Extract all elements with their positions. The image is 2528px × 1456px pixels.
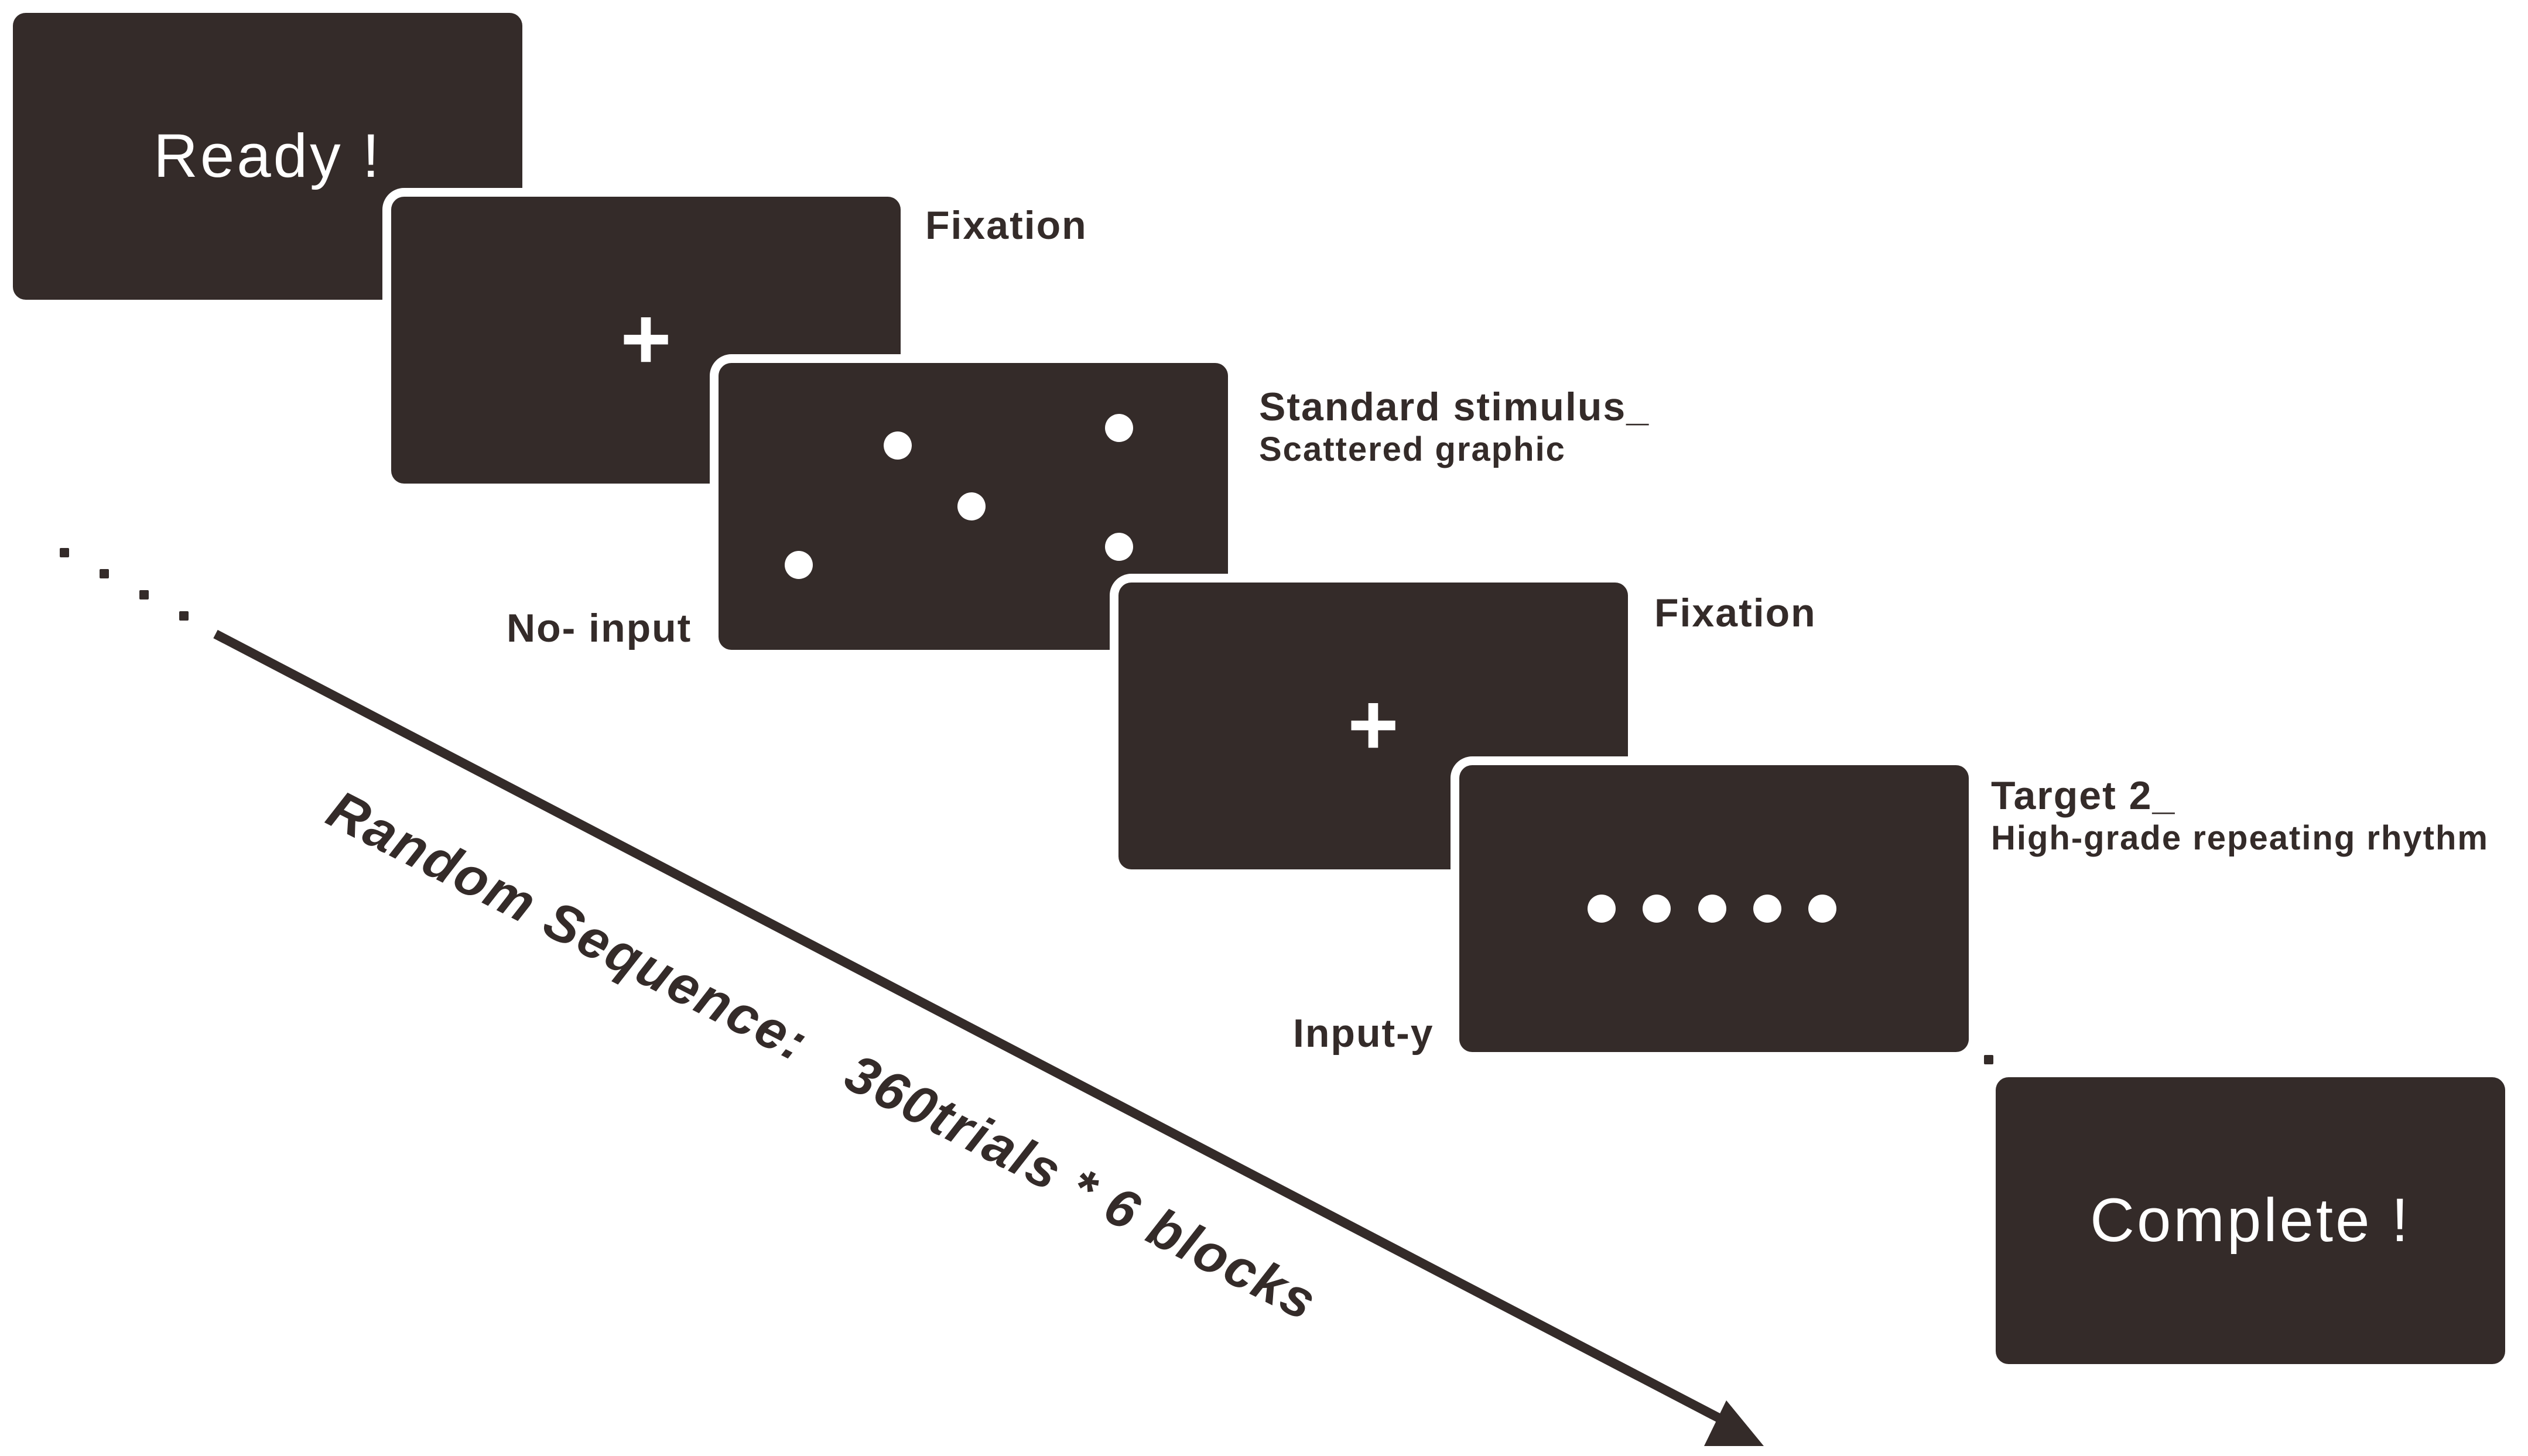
target-dot [1643, 895, 1671, 923]
target-dot [1588, 895, 1616, 923]
fixation-cross-icon: + [1347, 675, 1399, 773]
standard-stimulus-sublabel: Scattered graphic [1259, 430, 1566, 468]
no-input-label: No- input [507, 606, 692, 650]
arrow-head [1704, 1400, 1764, 1446]
target-screen [1459, 765, 1969, 1052]
target-sublabel: High-grade repeating rhythm [1991, 819, 2489, 857]
stimulus-dot [785, 551, 813, 579]
ellipsis-dot [1984, 1055, 1993, 1064]
standard-stimulus-label: Standard stimulus_ [1259, 385, 1650, 429]
arrow-shaft [213, 629, 1736, 1430]
stimulus-dot [1105, 533, 1133, 561]
fixation-label-1: Fixation [925, 203, 1087, 248]
target-dot [1698, 895, 1726, 923]
stimulus-dot [957, 492, 986, 520]
ellipsis-dot [179, 611, 189, 621]
target-dot [1753, 895, 1781, 923]
target-dot [1808, 895, 1836, 923]
ellipsis-dot [100, 569, 109, 578]
ready-text: Ready ! [153, 122, 382, 190]
target-label: Target 2_ [1991, 773, 2176, 818]
ellipsis-dot [139, 590, 149, 599]
ready-screen: Ready ! [13, 13, 522, 300]
fixation-cross-icon: + [620, 289, 672, 388]
stimulus-dot [1105, 414, 1133, 442]
fixation-label-2: Fixation [1654, 591, 1817, 635]
complete-screen: Complete ! [1996, 1077, 2505, 1364]
input-y-label: Input-y [1293, 1011, 1434, 1056]
complete-text: Complete ! [2090, 1186, 2411, 1255]
ellipsis-dot [60, 548, 69, 557]
stimulus-dot [884, 431, 912, 460]
